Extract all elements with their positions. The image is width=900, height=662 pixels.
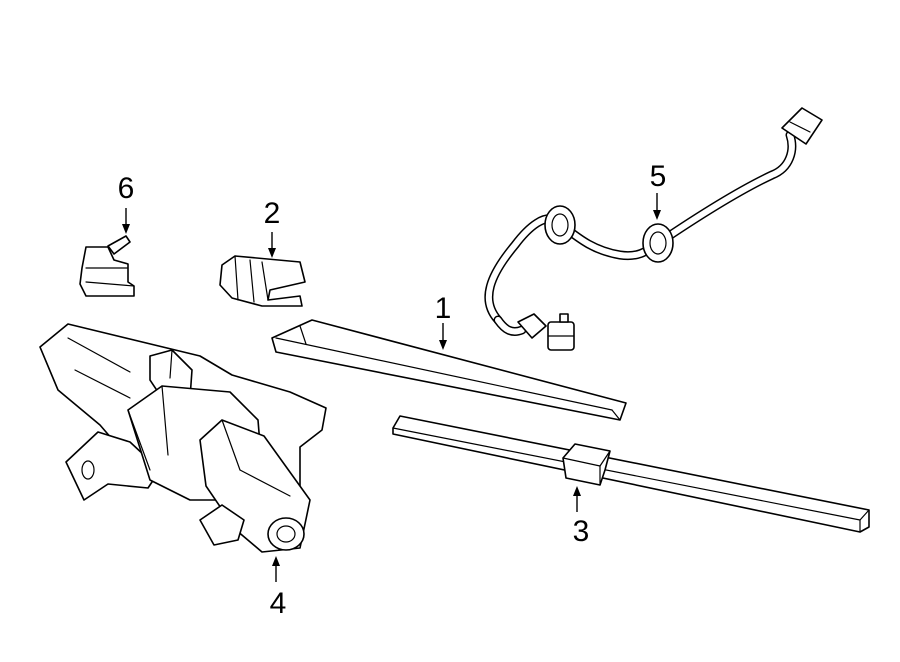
clip (219, 255, 306, 307)
arrowhead-2 (268, 248, 276, 258)
callout-6: 6 (118, 172, 135, 205)
arrowhead-3 (573, 486, 581, 496)
arrowhead-5 (653, 210, 661, 220)
arrowhead-6 (122, 224, 130, 234)
washer-nozzle (79, 235, 135, 297)
callout-3: 3 (573, 515, 590, 548)
arrowhead-1 (439, 340, 447, 350)
callouts: 1 2 3 4 5 6 (118, 160, 667, 620)
wiper-arm (271, 319, 627, 421)
leader-lines (122, 193, 661, 582)
callout-1: 1 (435, 292, 452, 325)
callout-2: 2 (264, 197, 281, 230)
callout-5: 5 (650, 160, 667, 193)
wiper-blade (392, 415, 870, 533)
arrowhead-4 (272, 556, 280, 566)
washer-hose (484, 107, 823, 351)
wiper-motor (39, 323, 327, 553)
callout-4: 4 (270, 587, 287, 620)
